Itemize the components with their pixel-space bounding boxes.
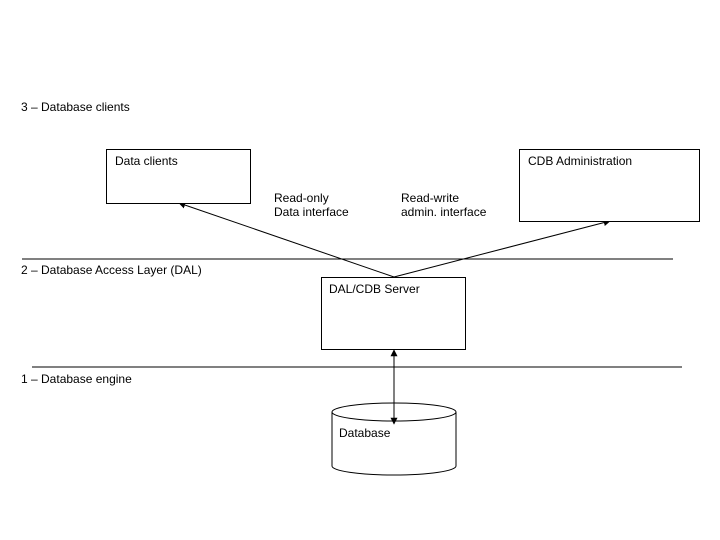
- readonly-label-line1: Read-only: [274, 191, 329, 205]
- readwrite-label-line2: admin. interface: [401, 205, 487, 219]
- arrow-readonly: [178, 201, 395, 278]
- layer-label-dal: 2 – Database Access Layer (DAL): [21, 263, 202, 277]
- data-clients-box: Data clients: [106, 149, 251, 204]
- layer-label-engine: 1 – Database engine: [21, 372, 132, 386]
- readwrite-label-line1: Read-write: [401, 191, 460, 205]
- cdb-admin-label: CDB Administration: [528, 154, 633, 168]
- layer-label-clients: 3 – Database clients: [21, 100, 130, 114]
- arrow-readwrite: [393, 219, 611, 278]
- database-cylinder: [331, 402, 457, 476]
- server-label: DAL/CDB Server: [329, 282, 420, 296]
- data-clients-label: Data clients: [115, 154, 178, 168]
- readonly-label-line2: Data interface: [274, 205, 349, 219]
- database-label: Database: [339, 426, 391, 440]
- server-box: DAL/CDB Server: [321, 277, 466, 350]
- cdb-admin-box: CDB Administration: [519, 149, 700, 222]
